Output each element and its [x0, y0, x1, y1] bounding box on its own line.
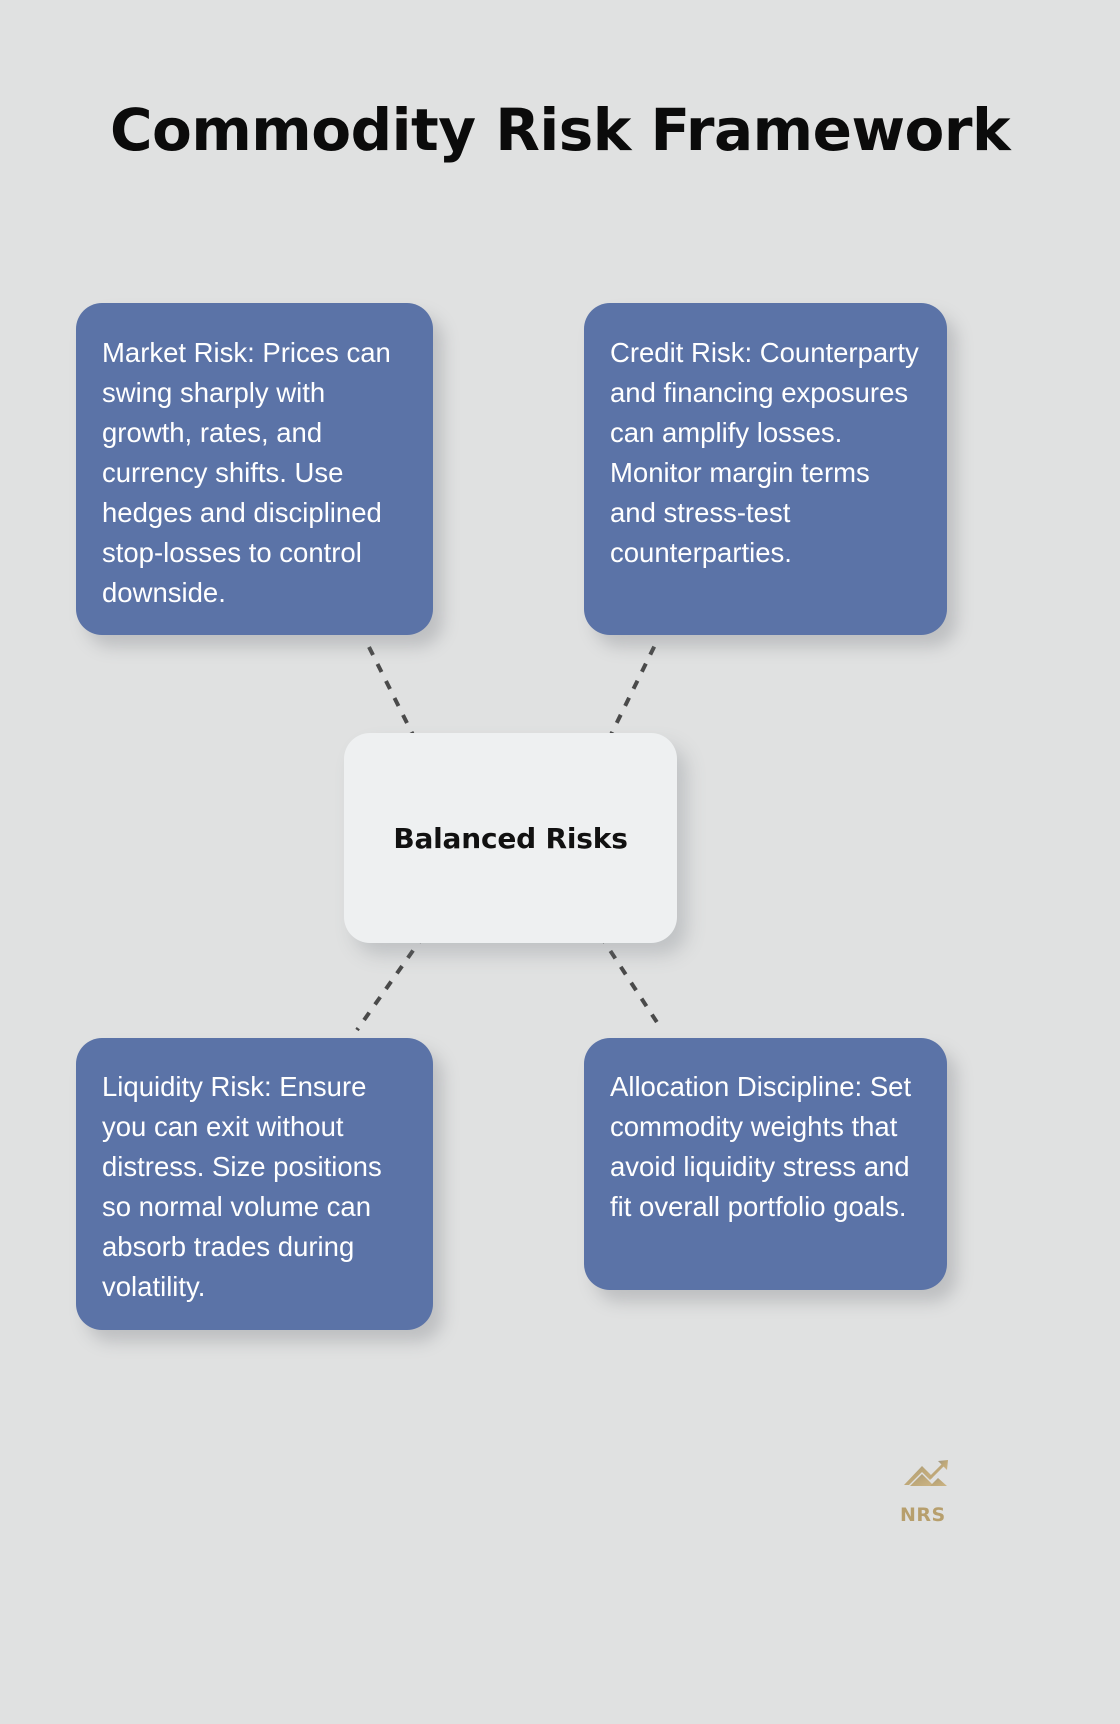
- risk-card-liquidity-risk[interactable]: Liquidity Risk: Ensure you can exit with…: [76, 1038, 433, 1330]
- center-hub-balanced-risks[interactable]: Balanced Risks: [344, 733, 677, 943]
- risk-card-text: Credit Risk: Counterparty and financing …: [610, 337, 919, 568]
- page-title: Commodity Risk Framework: [109, 96, 1011, 164]
- mountain-arrow-icon: [904, 1460, 948, 1486]
- risk-card-text: Liquidity Risk: Ensure you can exit with…: [102, 1071, 382, 1302]
- brand-logo-text: NRS: [900, 1504, 946, 1526]
- center-hub-label: Balanced Risks: [393, 821, 628, 855]
- risk-card-text: Allocation Discipline: Set commodity wei…: [610, 1071, 912, 1222]
- risk-card-text: Market Risk: Prices can swing sharply wi…: [102, 337, 391, 608]
- connector-hub-to-allocation: [598, 933, 664, 1032]
- connector-hub-to-liquidity: [355, 933, 426, 1032]
- risk-card-market-risk[interactable]: Market Risk: Prices can swing sharply wi…: [76, 303, 433, 635]
- brand-logo: NRS: [900, 1455, 960, 1525]
- risk-card-credit-risk[interactable]: Credit Risk: Counterparty and financing …: [584, 303, 947, 635]
- risk-card-allocation-discipline[interactable]: Allocation Discipline: Set commodity wei…: [584, 1038, 947, 1290]
